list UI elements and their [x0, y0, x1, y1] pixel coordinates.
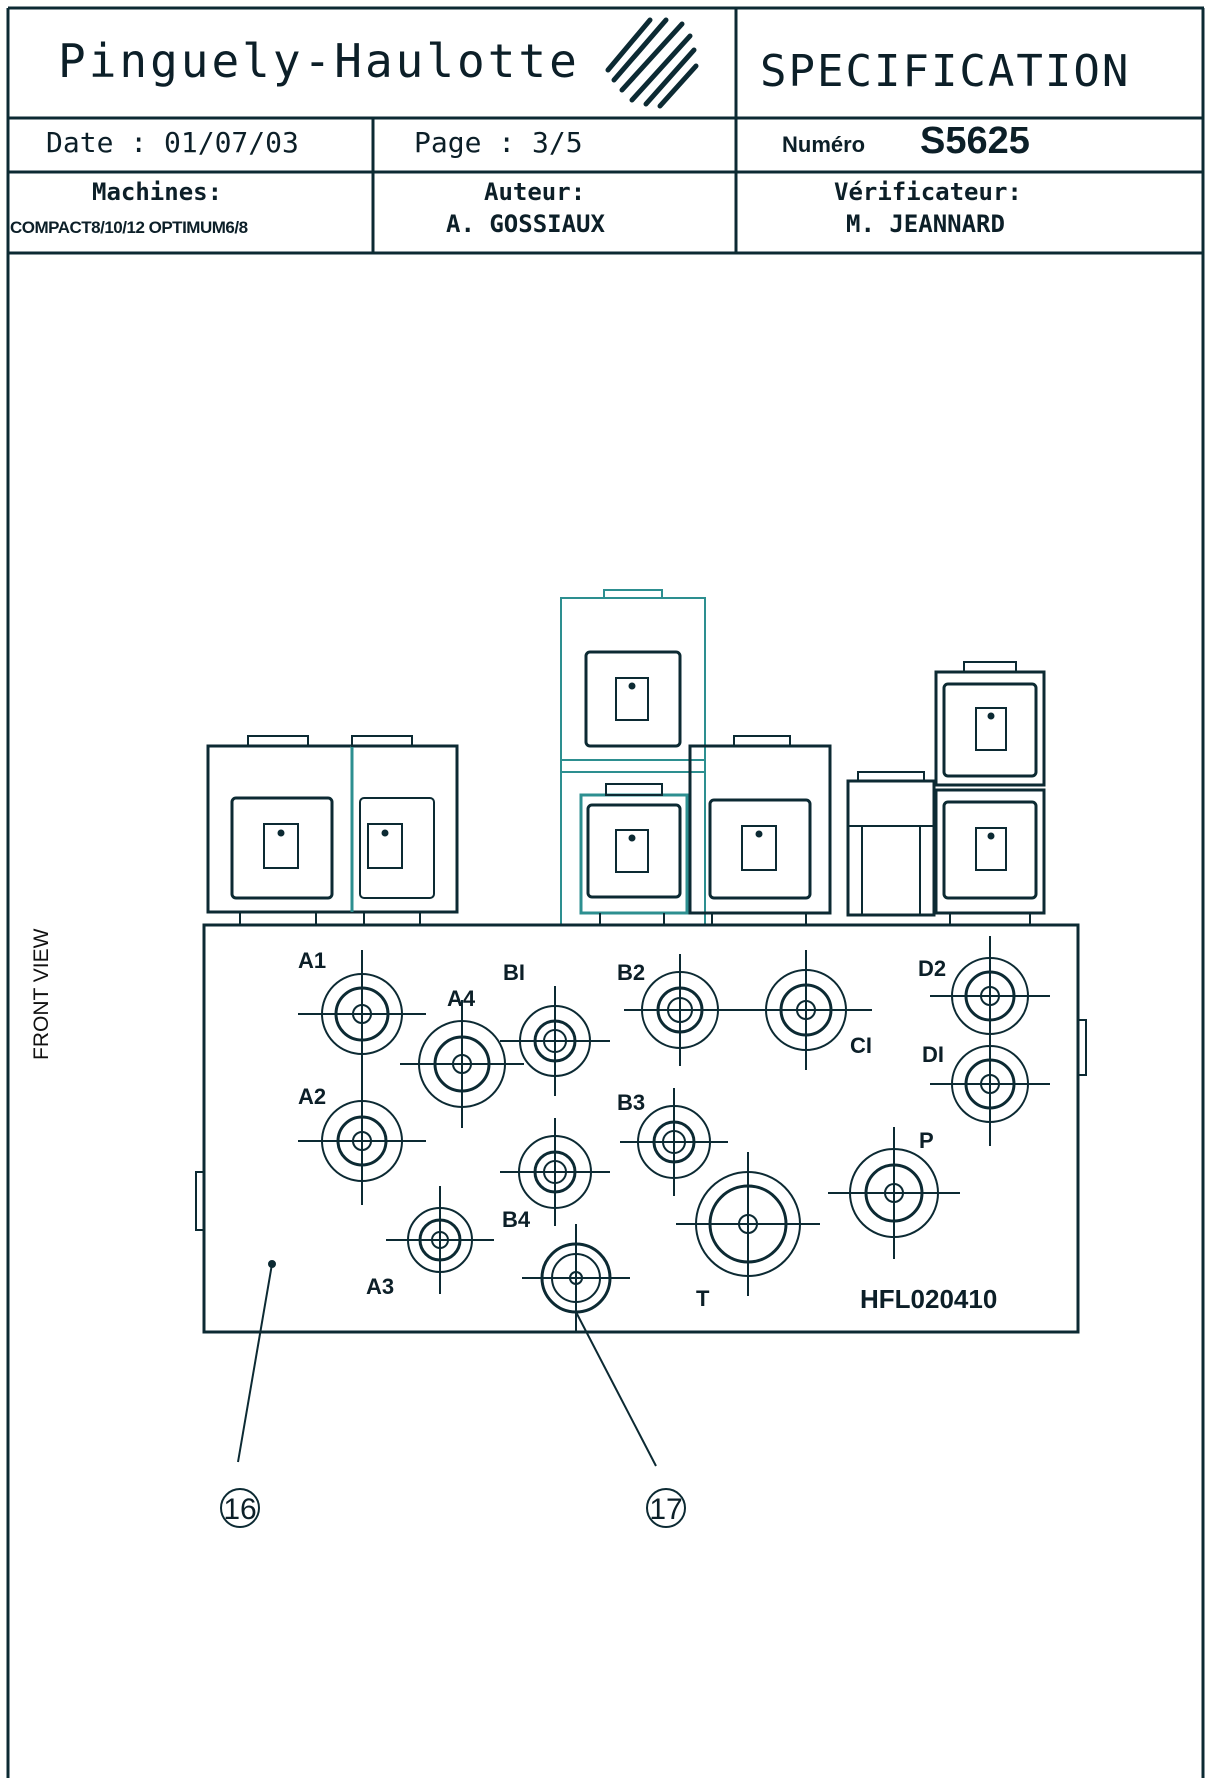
solenoid-coil [584, 650, 682, 748]
port-A3 [386, 1186, 494, 1294]
port-B3 [620, 1088, 728, 1196]
label-D1: DI [922, 1042, 944, 1067]
label-P: P [919, 1128, 934, 1153]
part-number: HFL020410 [860, 1284, 997, 1314]
label-D2: D2 [918, 956, 946, 981]
leader-17 [575, 1311, 657, 1467]
port-A2 [298, 1077, 426, 1205]
port-B4 [500, 1118, 610, 1226]
cartridge-valve [846, 771, 936, 917]
view-label: FRONT VIEW [30, 928, 53, 1060]
verificateur-label: Vérificateur: [834, 178, 1022, 206]
callout-17: 17 [649, 1493, 682, 1526]
port-plug-17 [522, 1224, 630, 1332]
company-name: Pinguely-Haulotte [58, 34, 580, 88]
label-T: T [696, 1286, 710, 1311]
label-C1: CI [850, 1033, 872, 1058]
port-B2 [624, 954, 872, 1066]
numero-value: S5625 [920, 120, 1030, 162]
label-B4: B4 [502, 1207, 531, 1232]
label-A3: A3 [366, 1274, 394, 1299]
label-A4: A4 [447, 986, 476, 1011]
port-P [828, 1127, 960, 1259]
solenoid-left-double [206, 735, 459, 925]
valve-assembly [195, 589, 1087, 1528]
port-T [676, 1152, 820, 1296]
solenoid-right-center [688, 735, 832, 925]
stacked-solenoid-module [560, 589, 706, 926]
port-D1 [930, 1024, 1050, 1146]
machines-label: Machines: [92, 178, 223, 206]
numero-label: Numéro [782, 132, 866, 157]
manifold-block [195, 923, 1087, 1334]
auteur-value: A. GOSSIAUX [446, 210, 605, 238]
leader-16 [237, 1263, 273, 1463]
sheet-border [6, 6, 1205, 1778]
port-A1 [298, 950, 426, 1078]
label-B2: B2 [617, 960, 645, 985]
date-field: Date : 01/07/03 [46, 126, 299, 159]
callout-circle-17 [646, 1488, 686, 1528]
page-field: Page : 3/5 [414, 126, 583, 159]
solenoid-center-lower [579, 783, 689, 925]
auteur-label: Auteur: [484, 178, 586, 206]
label-B1: BI [503, 960, 525, 985]
label-B3: B3 [617, 1090, 645, 1115]
document-type: SPECIFICATION [760, 46, 1131, 97]
port-B1 [500, 986, 610, 1096]
callout-circle-16 [220, 1488, 260, 1528]
label-A2: A2 [298, 1084, 326, 1109]
haulotte-logo [605, 17, 699, 109]
verificateur-value: M. JEANNARD [846, 210, 1005, 238]
label-A1: A1 [298, 948, 326, 973]
port-C1 [765, 950, 847, 1070]
port-A4 [400, 1000, 524, 1128]
machines-value: COMPACT8/10/12 OPTIMUM6/8 [10, 218, 248, 237]
solenoid-right-stack [934, 661, 1046, 925]
callout-16: 16 [223, 1493, 256, 1526]
